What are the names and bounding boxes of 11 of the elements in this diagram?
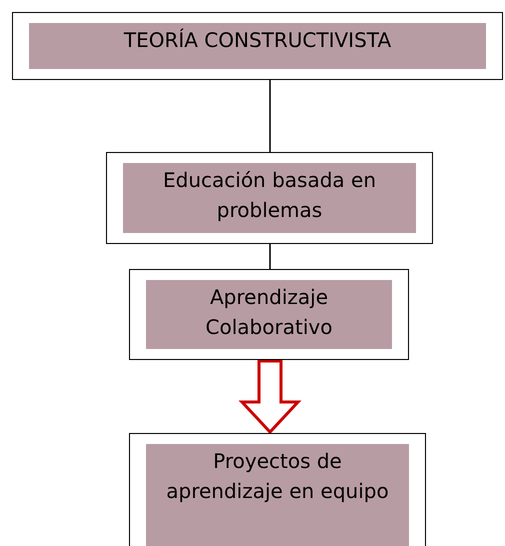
block-arrow [238, 360, 302, 434]
process-box [129, 269, 409, 360]
process-box [129, 433, 426, 546]
box-label: Aprendizaje Colaborativo [146, 280, 392, 349]
box-label: Educación basada en problemas [123, 163, 416, 233]
box-label: TEORÍA CONSTRUCTIVISTA [29, 23, 486, 69]
process-box [12, 12, 503, 80]
connector-line [269, 80, 271, 152]
process-box [106, 152, 433, 244]
connector-line [269, 244, 271, 269]
box-label: Proyectos de aprendizaje en equipo [146, 444, 409, 546]
